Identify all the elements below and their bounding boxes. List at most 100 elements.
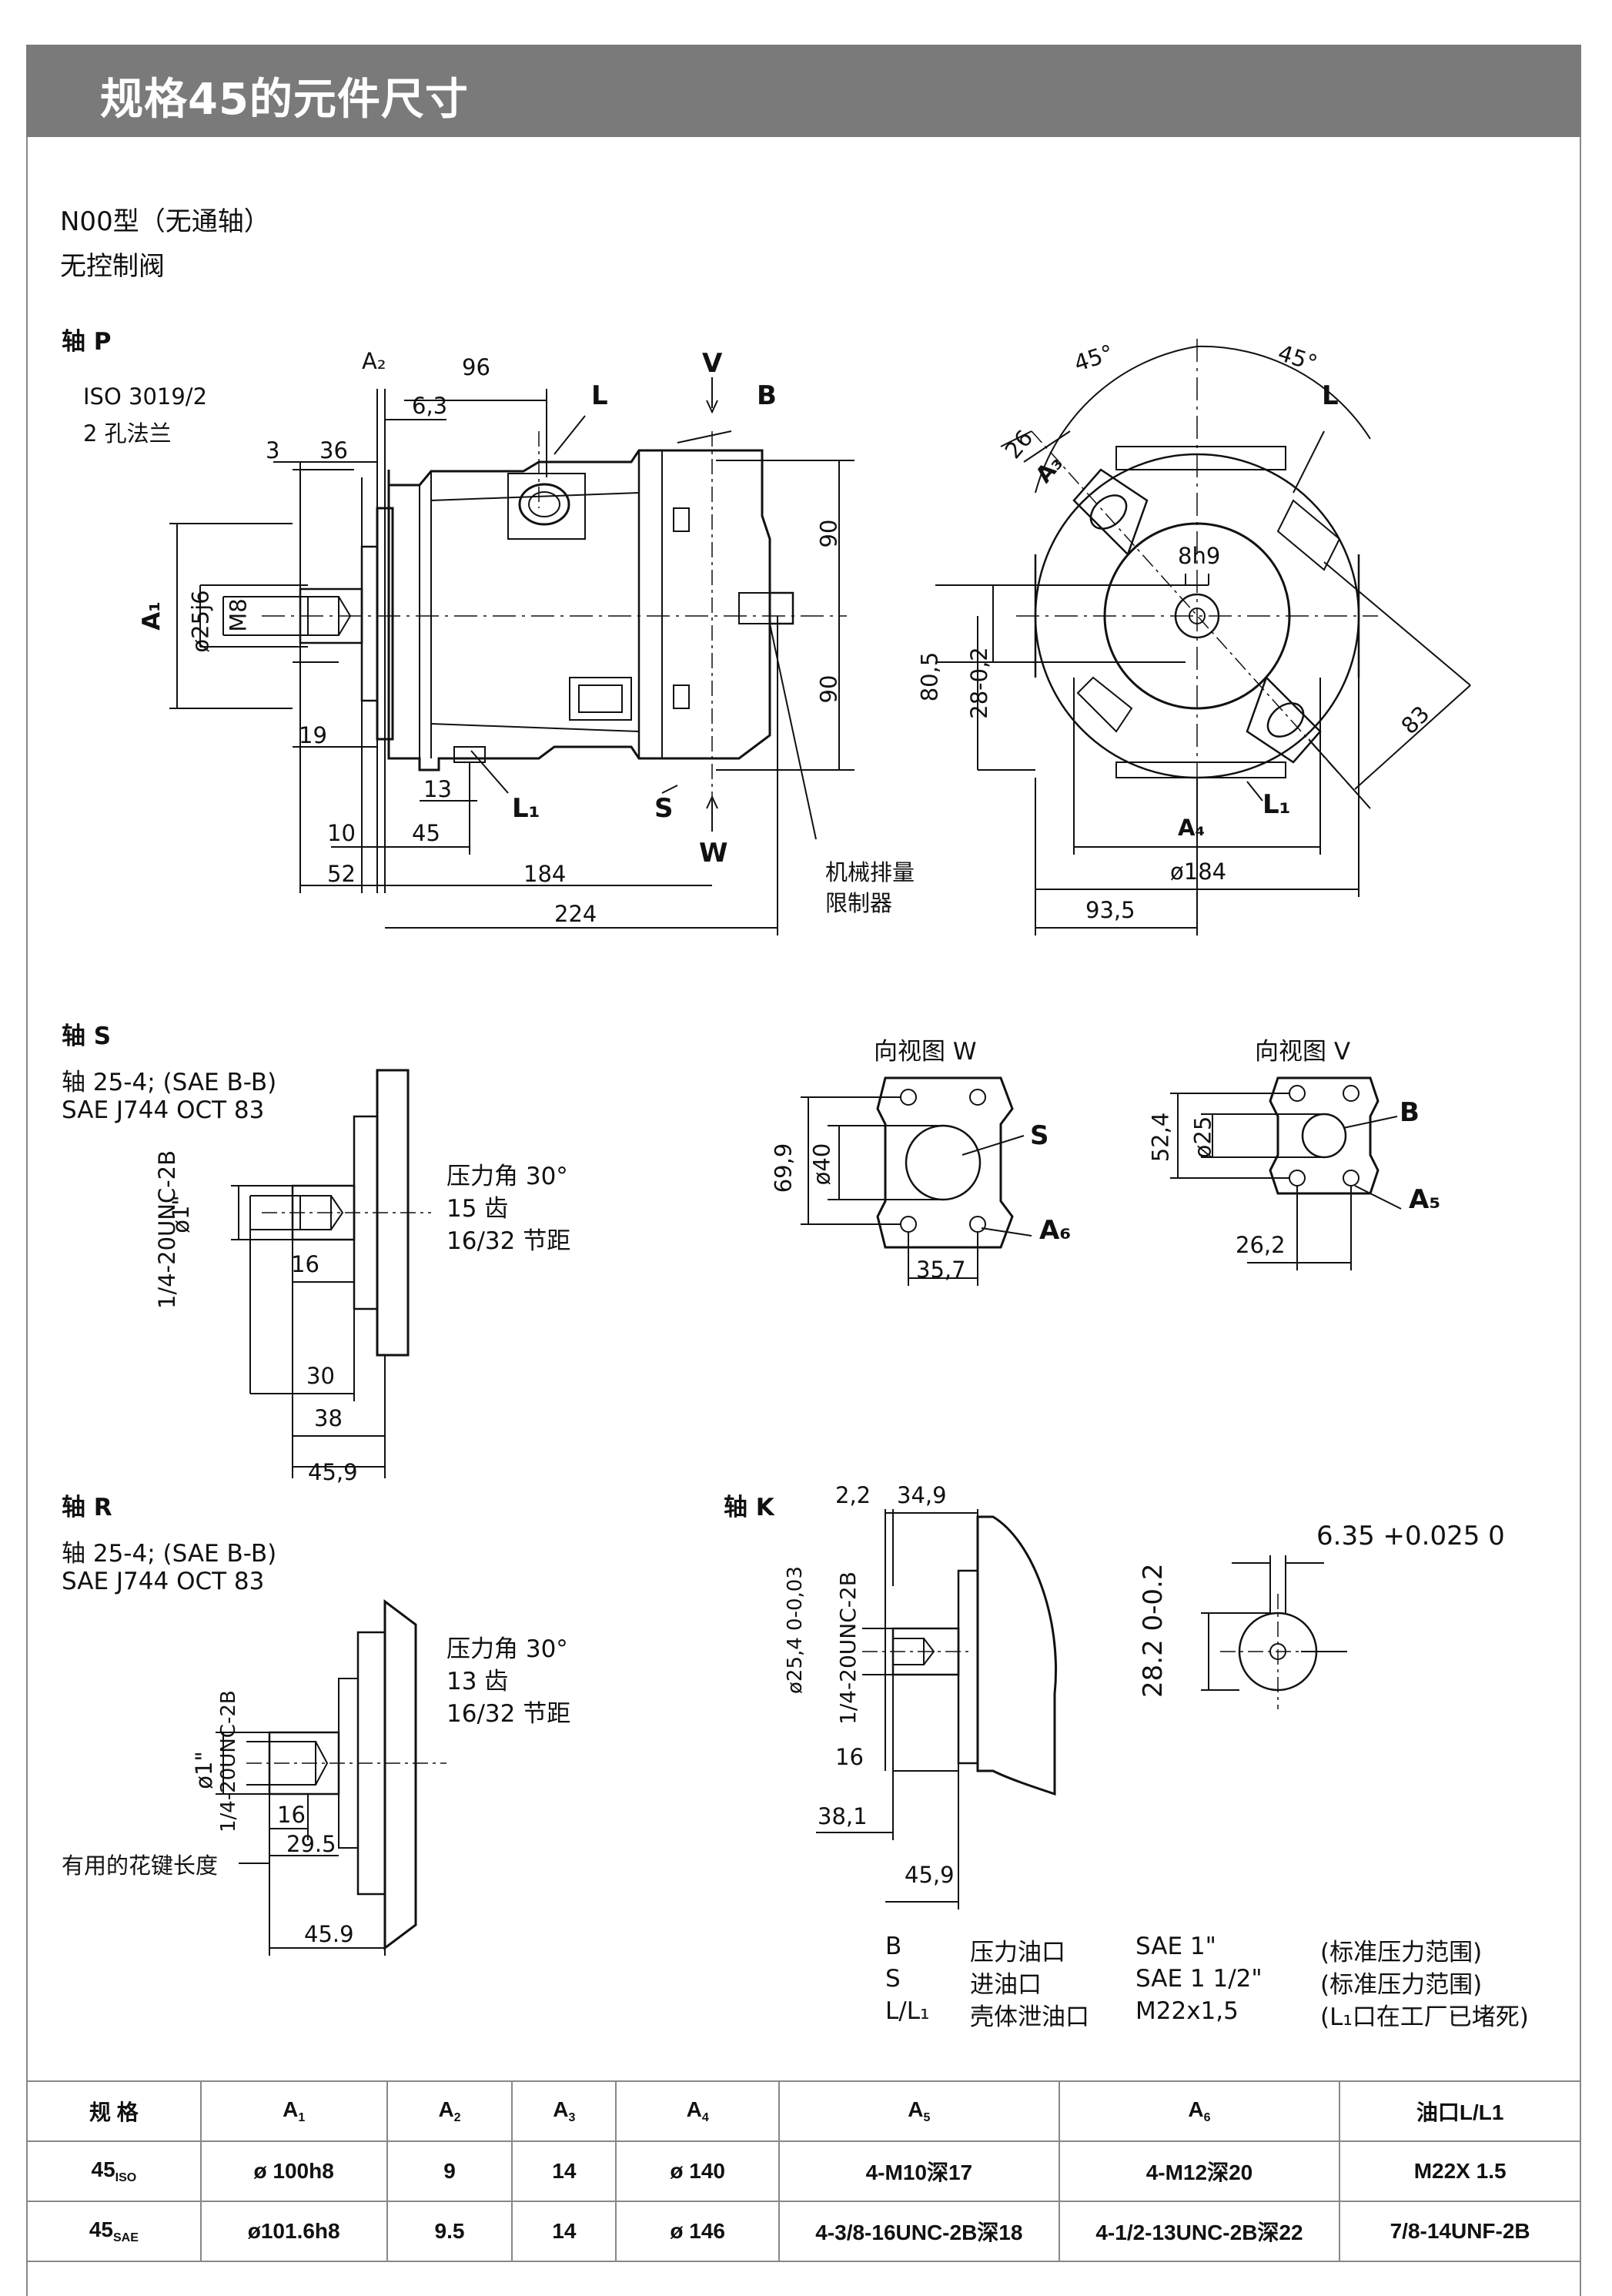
dim-90-bottom: 90 — [815, 674, 842, 704]
dim-19: 19 — [299, 722, 327, 748]
section-r-dim-16: 16 — [277, 1802, 306, 1828]
table-header: A1 — [199, 2080, 388, 2142]
legend-size: SAE 1 1/2" — [1135, 1965, 1263, 1993]
view-v-dim-52-4: 52,4 — [1147, 1112, 1174, 1163]
legend-size: SAE 1" — [1135, 1933, 1216, 1960]
page-header: 规格45的元件尺寸 — [26, 45, 1581, 137]
table-header: 规 格 — [26, 2080, 202, 2142]
section-s-note-2: 15 齿 — [446, 1195, 509, 1223]
table-cell: M22X 1.5 — [1339, 2140, 1581, 2202]
legend-size: M22x1,5 — [1135, 1997, 1239, 2025]
port-v-label: V — [702, 348, 723, 379]
section-k-dim-dia: ø25,4 0-0,03 — [784, 1566, 807, 1694]
shaft-r-drawing — [216, 1599, 446, 1956]
legend-note: (标准压力范围) — [1320, 1971, 1483, 1999]
view-v-drawing — [1170, 1076, 1402, 1270]
view-w-dim-69-9: 69,9 — [770, 1143, 797, 1193]
port-b-label: B — [757, 380, 777, 411]
section-r-useful-length: 有用的花键长度 — [62, 1853, 219, 1879]
limiter-label-1: 机械排量 — [825, 859, 915, 885]
section-r-spec-1: 轴 25-4; (SAE B-B) — [62, 1540, 277, 1568]
dim-a2: A₂ — [362, 348, 386, 374]
table-header-row: 规 格 A1 A2 A3 A4 A5 A6 油口L/L1 — [26, 2080, 1581, 2142]
table-cell: 14 — [511, 2140, 617, 2202]
section-s-dim-38: 38 — [314, 1405, 343, 1431]
section-r-dim-thread: 1/4-20UNC-2B — [217, 1690, 240, 1832]
dim-224: 224 — [554, 901, 597, 927]
intro-line-1: N00型（无通轴） — [60, 206, 270, 237]
dim-3: 3 — [266, 437, 280, 464]
section-k-dim-keyway: 6.35 +0.025 0 — [1316, 1521, 1505, 1551]
view-v-a5: A₅ — [1409, 1184, 1441, 1215]
legend-name: 压力油口 — [970, 1939, 1065, 1966]
section-k-title: 轴 K — [724, 1494, 774, 1521]
view-v-port-b: B — [1400, 1097, 1420, 1128]
section-k-dim-16: 16 — [835, 1744, 864, 1770]
legend-code: B — [885, 1933, 902, 1960]
legend-name: 进油口 — [970, 1971, 1042, 1999]
section-k-dim-2-2: 2,2 — [835, 1482, 871, 1508]
flange-note-1: ISO 3019/2 — [83, 383, 208, 410]
dim-a1: A₁ — [137, 601, 166, 631]
section-s-note-3: 16/32 节距 — [446, 1227, 571, 1255]
section-s-dim-16: 16 — [291, 1251, 319, 1277]
front-dim-80-5: 80,5 — [916, 651, 943, 702]
view-w-port-s: S — [1030, 1120, 1049, 1151]
front-dim-184: ø184 — [1170, 858, 1227, 885]
view-v-dim-dia-25: ø25 — [1189, 1116, 1216, 1159]
section-s-spec-1: 轴 25-4; (SAE B-B) — [62, 1069, 277, 1096]
table-row: 45SAE ø101.6h8 9.5 14 ø 146 4-3/8-16UNC-… — [26, 2201, 1581, 2262]
table-cell: 9 — [386, 2140, 513, 2202]
section-k-dim-thread: 1/4-20UNC-2B — [835, 1571, 861, 1725]
shaft-s-drawing — [231, 1069, 431, 1478]
dim-96: 96 — [462, 354, 490, 380]
section-r-spec-2: SAE J744 OCT 83 — [62, 1568, 265, 1595]
section-r-dim-dia: ø1" — [190, 1751, 217, 1789]
view-v-dim-26-2: 26,2 — [1236, 1232, 1286, 1258]
table-cell: 45SAE — [26, 2201, 202, 2262]
dim-6-3: 6,3 — [412, 393, 448, 419]
table-header: A3 — [511, 2080, 617, 2142]
page-title: 规格45的元件尺寸 — [100, 75, 469, 125]
port-l1-label: L₁ — [512, 793, 540, 824]
section-s-spec-2: SAE J744 OCT 83 — [62, 1096, 265, 1124]
page-frame — [26, 45, 1581, 2296]
section-s-note-1: 压力角 30° — [446, 1163, 568, 1190]
view-w-drawing — [801, 1076, 1032, 1286]
table-cell: ø 140 — [615, 2140, 781, 2202]
shaft-k-drawing — [816, 1509, 1347, 1909]
section-r-title: 轴 R — [62, 1494, 112, 1521]
section-r-note-2: 13 齿 — [446, 1668, 509, 1695]
legend-note: (L₁口在工厂已堵死) — [1320, 2003, 1529, 2031]
pump-side-view — [169, 377, 854, 935]
table-cell: 9.5 — [386, 2201, 513, 2262]
dim-184: 184 — [523, 861, 567, 887]
port-l-label: L — [591, 380, 608, 411]
front-port-l1-label: L₁ — [1263, 789, 1291, 820]
section-k-dim-38-1: 38,1 — [818, 1803, 868, 1829]
section-k-dim-45-9: 45,9 — [905, 1862, 955, 1888]
dim-10: 10 — [327, 820, 356, 846]
table-cell: 4-M12深20 — [1058, 2140, 1341, 2202]
table-cell: 4-3/8-16UNC-2B深18 — [778, 2201, 1060, 2262]
view-w-title: 向视图 W — [874, 1038, 977, 1066]
table-cell: 4-1/2-13UNC-2B深22 — [1058, 2201, 1341, 2262]
front-dim-28: 28-0,2 — [965, 647, 992, 719]
front-port-l-label: L — [1322, 380, 1339, 411]
dim-m8: M8 — [225, 598, 252, 632]
section-r-dim-45-9: 45.9 — [304, 1921, 354, 1947]
table-header: 油口L/L1 — [1339, 2080, 1581, 2142]
section-s-dim-thread: 1/4-20UNC-2B — [154, 1150, 180, 1309]
view-w-dim-dia-40: ø40 — [808, 1143, 835, 1186]
section-s-dim-30: 30 — [306, 1363, 335, 1389]
intro-line-2: 无控制阀 — [60, 251, 165, 282]
section-r-dim-29-5: 29.5 — [286, 1831, 336, 1857]
dim-13: 13 — [423, 776, 452, 802]
front-dim-keyway: 8h9 — [1178, 543, 1221, 569]
table-header: A6 — [1058, 2080, 1341, 2142]
section-s-title: 轴 S — [62, 1022, 112, 1050]
front-dim-93-5: 93,5 — [1085, 897, 1135, 923]
port-w-label: W — [699, 838, 728, 869]
table-cell: ø101.6h8 — [199, 2201, 388, 2262]
